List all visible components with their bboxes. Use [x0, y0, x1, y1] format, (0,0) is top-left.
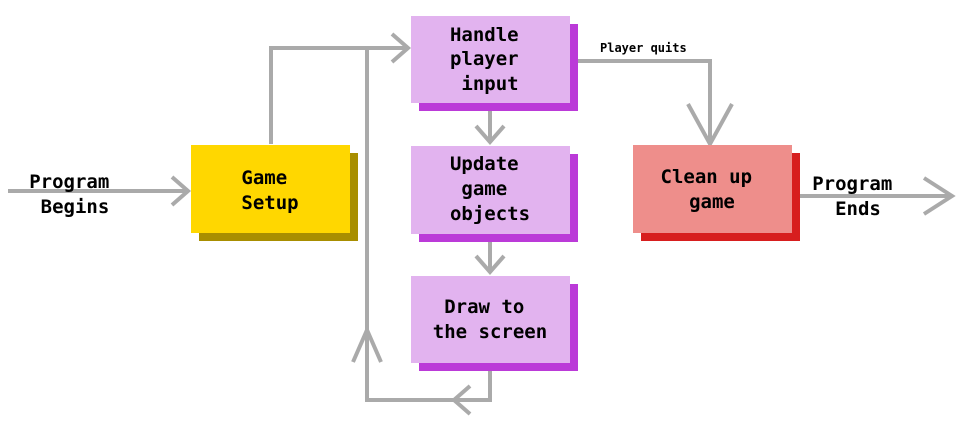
arrowhead-setup — [170, 175, 192, 207]
update-objects-line-1: Update — [450, 153, 519, 175]
game-setup-box — [191, 145, 350, 233]
arrowhead-draw — [474, 254, 506, 276]
handle-input-box — [411, 16, 570, 103]
loop-back-line — [365, 48, 492, 402]
program-ends-line-2: Ends — [835, 198, 881, 220]
node-update-objects: Update game objects — [411, 146, 578, 242]
clean-up-box — [633, 145, 792, 233]
node-handle-input: Handle player input — [411, 16, 578, 111]
arrow-setup-to-handle-input — [269, 46, 408, 144]
arrowhead-cleanup — [686, 103, 734, 149]
arrowhead-program-ends — [922, 176, 956, 216]
node-draw-screen: Draw to the screen — [411, 276, 578, 371]
node-clean-up: Clean up game — [633, 145, 800, 241]
arrowhead-update — [474, 124, 506, 146]
loop-arrowhead-left — [450, 384, 472, 416]
clean-up-line-1: Clean up — [661, 166, 753, 188]
draw-screen-box — [411, 276, 570, 363]
draw-screen-line-1: Draw to — [444, 296, 524, 318]
clean-up-line-2: game — [689, 191, 735, 213]
arrowhead-handle-input — [390, 32, 412, 64]
draw-screen-label: Draw to the screen — [433, 296, 547, 343]
program-ends-line-1: Program — [812, 173, 892, 195]
loop-arrowhead-up — [351, 325, 383, 363]
update-objects-line-2: game — [461, 178, 507, 200]
game-setup-line-2: Setup — [241, 192, 298, 214]
program-begins-line-1: Program — [29, 171, 109, 193]
handle-input-line-1: Handle — [450, 24, 519, 46]
program-ends-label: Program Ends — [812, 173, 904, 220]
update-objects-box — [411, 146, 570, 234]
program-begins-line-2: Begins — [41, 196, 110, 218]
handle-input-line-2: player — [450, 48, 519, 70]
clean-up-label: Clean up game — [661, 166, 764, 213]
player-quits-label: Player quits — [600, 41, 687, 55]
update-objects-label: Update game objects — [450, 153, 530, 225]
arrow-handle-to-cleanup — [578, 59, 712, 144]
connectors — [8, 32, 956, 416]
handle-input-line-3: input — [461, 73, 518, 95]
program-begins-label: Program Begins — [29, 171, 121, 218]
node-game-setup: Game Setup — [191, 145, 358, 241]
update-objects-line-3: objects — [450, 203, 530, 225]
game-setup-label: Game Setup — [241, 167, 298, 214]
draw-screen-line-2: the screen — [433, 321, 547, 343]
handle-input-label: Handle player input — [450, 24, 530, 95]
game-setup-line-1: Game — [241, 167, 287, 189]
